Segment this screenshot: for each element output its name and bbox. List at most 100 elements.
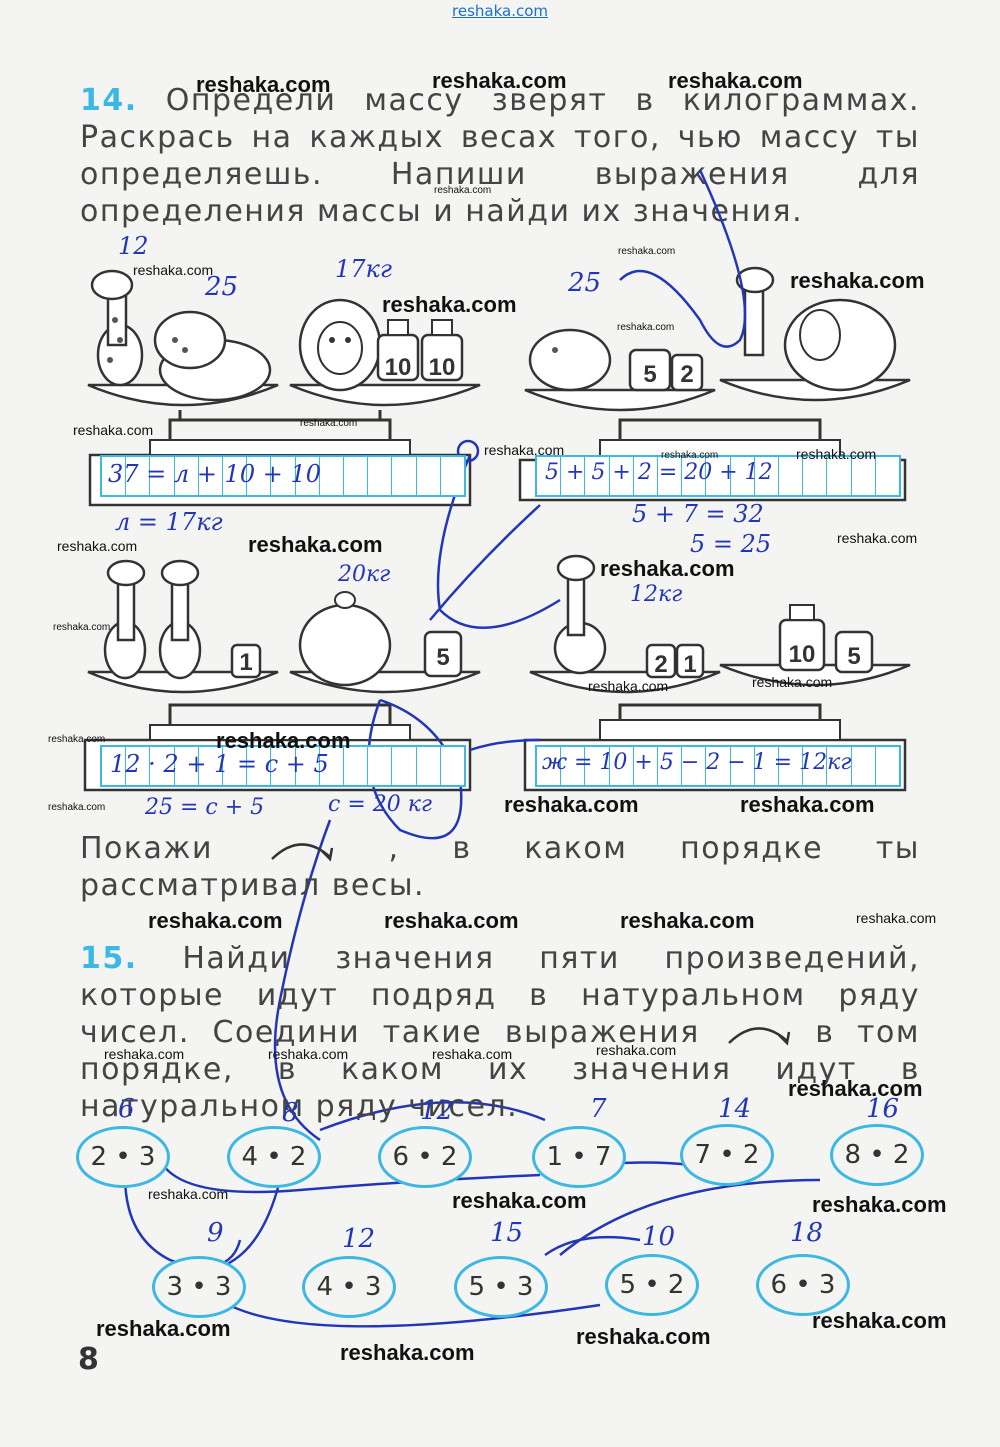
watermark: reshaka.com <box>661 450 719 461</box>
watermark: reshaka.com <box>340 1340 475 1365</box>
expr-oval-r1-5[interactable]: 7 • 2 <box>680 1124 774 1186</box>
watermark: reshaka.com <box>216 728 351 753</box>
watermark: reshaka.com <box>837 530 918 546</box>
expr-oval-r1-3[interactable]: 6 • 2 <box>378 1126 472 1188</box>
task15-body-a: Найди значения пяти произведений, которы… <box>80 941 920 1050</box>
answer-strip-3[interactable] <box>100 745 466 787</box>
weight-1: 1 <box>230 643 262 679</box>
watermark: reshaka.com <box>248 532 383 557</box>
answer-strip-2[interactable] <box>535 455 901 497</box>
answer-r1-1: 6 <box>118 1094 135 1124</box>
show-order-b: , в каком порядке ты рассматривал весы. <box>80 831 920 903</box>
strip-2-text: 5 + 5 + 2 = 20 + 12 <box>545 460 773 485</box>
expr-oval-r2-3[interactable]: 5 • 3 <box>454 1256 548 1318</box>
watermark: reshaka.com <box>96 1316 231 1341</box>
expr-oval-r2-2[interactable]: 4 • 3 <box>302 1256 396 1318</box>
watermark: reshaka.com <box>196 72 331 97</box>
watermark: reshaka.com <box>668 68 803 93</box>
task14-body: Определи массу зверят в килограммах. Рас… <box>80 83 920 229</box>
strip-3-below-a: 25 = c + 5 <box>145 795 265 820</box>
strip-1-text: 37 = л + 10 + 10 <box>108 460 321 488</box>
watermark: reshaka.com <box>856 910 937 926</box>
task14-number: 14. <box>80 83 138 118</box>
watermark: reshaka.com <box>576 1324 711 1349</box>
task14-text: 14. Определи массу зверят в килограммах.… <box>80 82 920 230</box>
answer-r2-3: 15 <box>490 1218 524 1248</box>
watermark: reshaka.com <box>596 1042 677 1058</box>
watermark: reshaka.com <box>600 556 735 581</box>
hw-s6-top: 12кг <box>630 582 683 607</box>
hippo-icon <box>528 328 612 392</box>
elephant-icon <box>298 591 392 687</box>
task15-text: 15. Найди значения пяти произведений, ко… <box>80 940 920 1125</box>
watermark: reshaka.com <box>300 418 358 429</box>
expr-oval-r2-4[interactable]: 5 • 2 <box>605 1254 699 1316</box>
strip-3-text: 12 · 2 + 1 = c + 5 <box>110 750 329 778</box>
answer-r2-5: 18 <box>790 1218 824 1248</box>
watermark: reshaka.com <box>812 1192 947 1217</box>
watermark: reshaka.com <box>148 908 283 933</box>
svg-text:10: 10 <box>789 641 816 668</box>
svg-text:2: 2 <box>654 651 667 678</box>
svg-text:1: 1 <box>683 651 696 678</box>
arc-arrow-icon <box>270 842 333 862</box>
watermark: reshaka.com <box>53 622 111 633</box>
watermark: reshaka.com <box>620 908 755 933</box>
watermark: reshaka.com <box>752 674 833 690</box>
watermark: reshaka.com <box>268 1046 349 1062</box>
answer-strip-1[interactable] <box>100 455 466 497</box>
watermark: reshaka.com <box>382 292 517 317</box>
svg-text:5: 5 <box>436 644 449 671</box>
site-link[interactable]: reshaka.com <box>452 2 548 20</box>
svg-text:10: 10 <box>385 354 412 381</box>
watermark: reshaka.com <box>104 1046 185 1062</box>
giraffe-icon <box>158 559 202 680</box>
answer-r1-3: 12 <box>420 1096 454 1126</box>
hw-s1-top-b: 25 <box>205 272 239 302</box>
weight-2: 2 <box>645 643 677 679</box>
answer-r2-4: 10 <box>642 1222 676 1252</box>
weight-5: 5 <box>423 630 463 678</box>
svg-text:5: 5 <box>847 643 860 670</box>
answer-r1-6: 16 <box>866 1094 900 1124</box>
hw-s5-top: 20кг <box>338 562 391 587</box>
show-order-text: Покажи , в каком порядке ты рассматривал… <box>80 830 920 904</box>
giraffe-icon <box>735 266 775 357</box>
hw-s2-top: 17кг <box>335 255 392 283</box>
weight-1: 1 <box>675 643 705 679</box>
strip-1-below: л = 17кг <box>115 508 223 536</box>
watermark: reshaka.com <box>432 1046 513 1062</box>
task15-body-b: в том порядке, в каком их значения идут … <box>80 1015 920 1124</box>
expr-oval-r1-4[interactable]: 1 • 7 <box>532 1126 626 1188</box>
expr-oval-r2-5[interactable]: 6 • 3 <box>756 1254 850 1316</box>
hw-s3-top: 25 <box>568 268 602 298</box>
scale-2: 10 10 <box>298 298 464 392</box>
watermark: reshaka.com <box>484 442 565 458</box>
watermark: reshaka.com <box>452 1188 587 1213</box>
svg-text:5: 5 <box>643 361 656 388</box>
expr-oval-r1-1[interactable]: 2 • 3 <box>76 1126 170 1188</box>
lion-icon <box>298 298 382 392</box>
page-number: 8 <box>78 1342 99 1377</box>
answer-strip-4[interactable] <box>535 745 901 787</box>
watermark: reshaka.com <box>504 792 639 817</box>
watermark: reshaka.com <box>617 322 675 333</box>
watermark: reshaka.com <box>148 1186 229 1202</box>
expr-oval-r2-1[interactable]: 3 • 3 <box>152 1256 246 1318</box>
watermark: reshaka.com <box>48 802 106 813</box>
expr-oval-r1-6[interactable]: 8 • 2 <box>830 1124 924 1186</box>
watermark: reshaka.com <box>618 246 676 257</box>
strip-4-text: ж = 10 + 5 − 2 − 1 = 12кг <box>542 750 852 775</box>
arc-arrow-icon <box>727 1026 790 1046</box>
weight-5: 5 <box>834 630 874 674</box>
answer-r1-2: 8 <box>282 1098 299 1128</box>
weight-10-a: 10 <box>376 319 420 382</box>
watermark: reshaka.com <box>432 68 567 93</box>
watermark: reshaka.com <box>788 1076 923 1101</box>
answer-r2-1: 9 <box>207 1218 224 1248</box>
weight-10-b: 10 <box>420 319 464 382</box>
expr-oval-r1-2[interactable]: 4 • 2 <box>227 1126 321 1188</box>
weight-5: 5 <box>628 348 672 392</box>
show-order-a: Покажи <box>80 831 213 866</box>
watermark: reshaka.com <box>434 185 492 196</box>
